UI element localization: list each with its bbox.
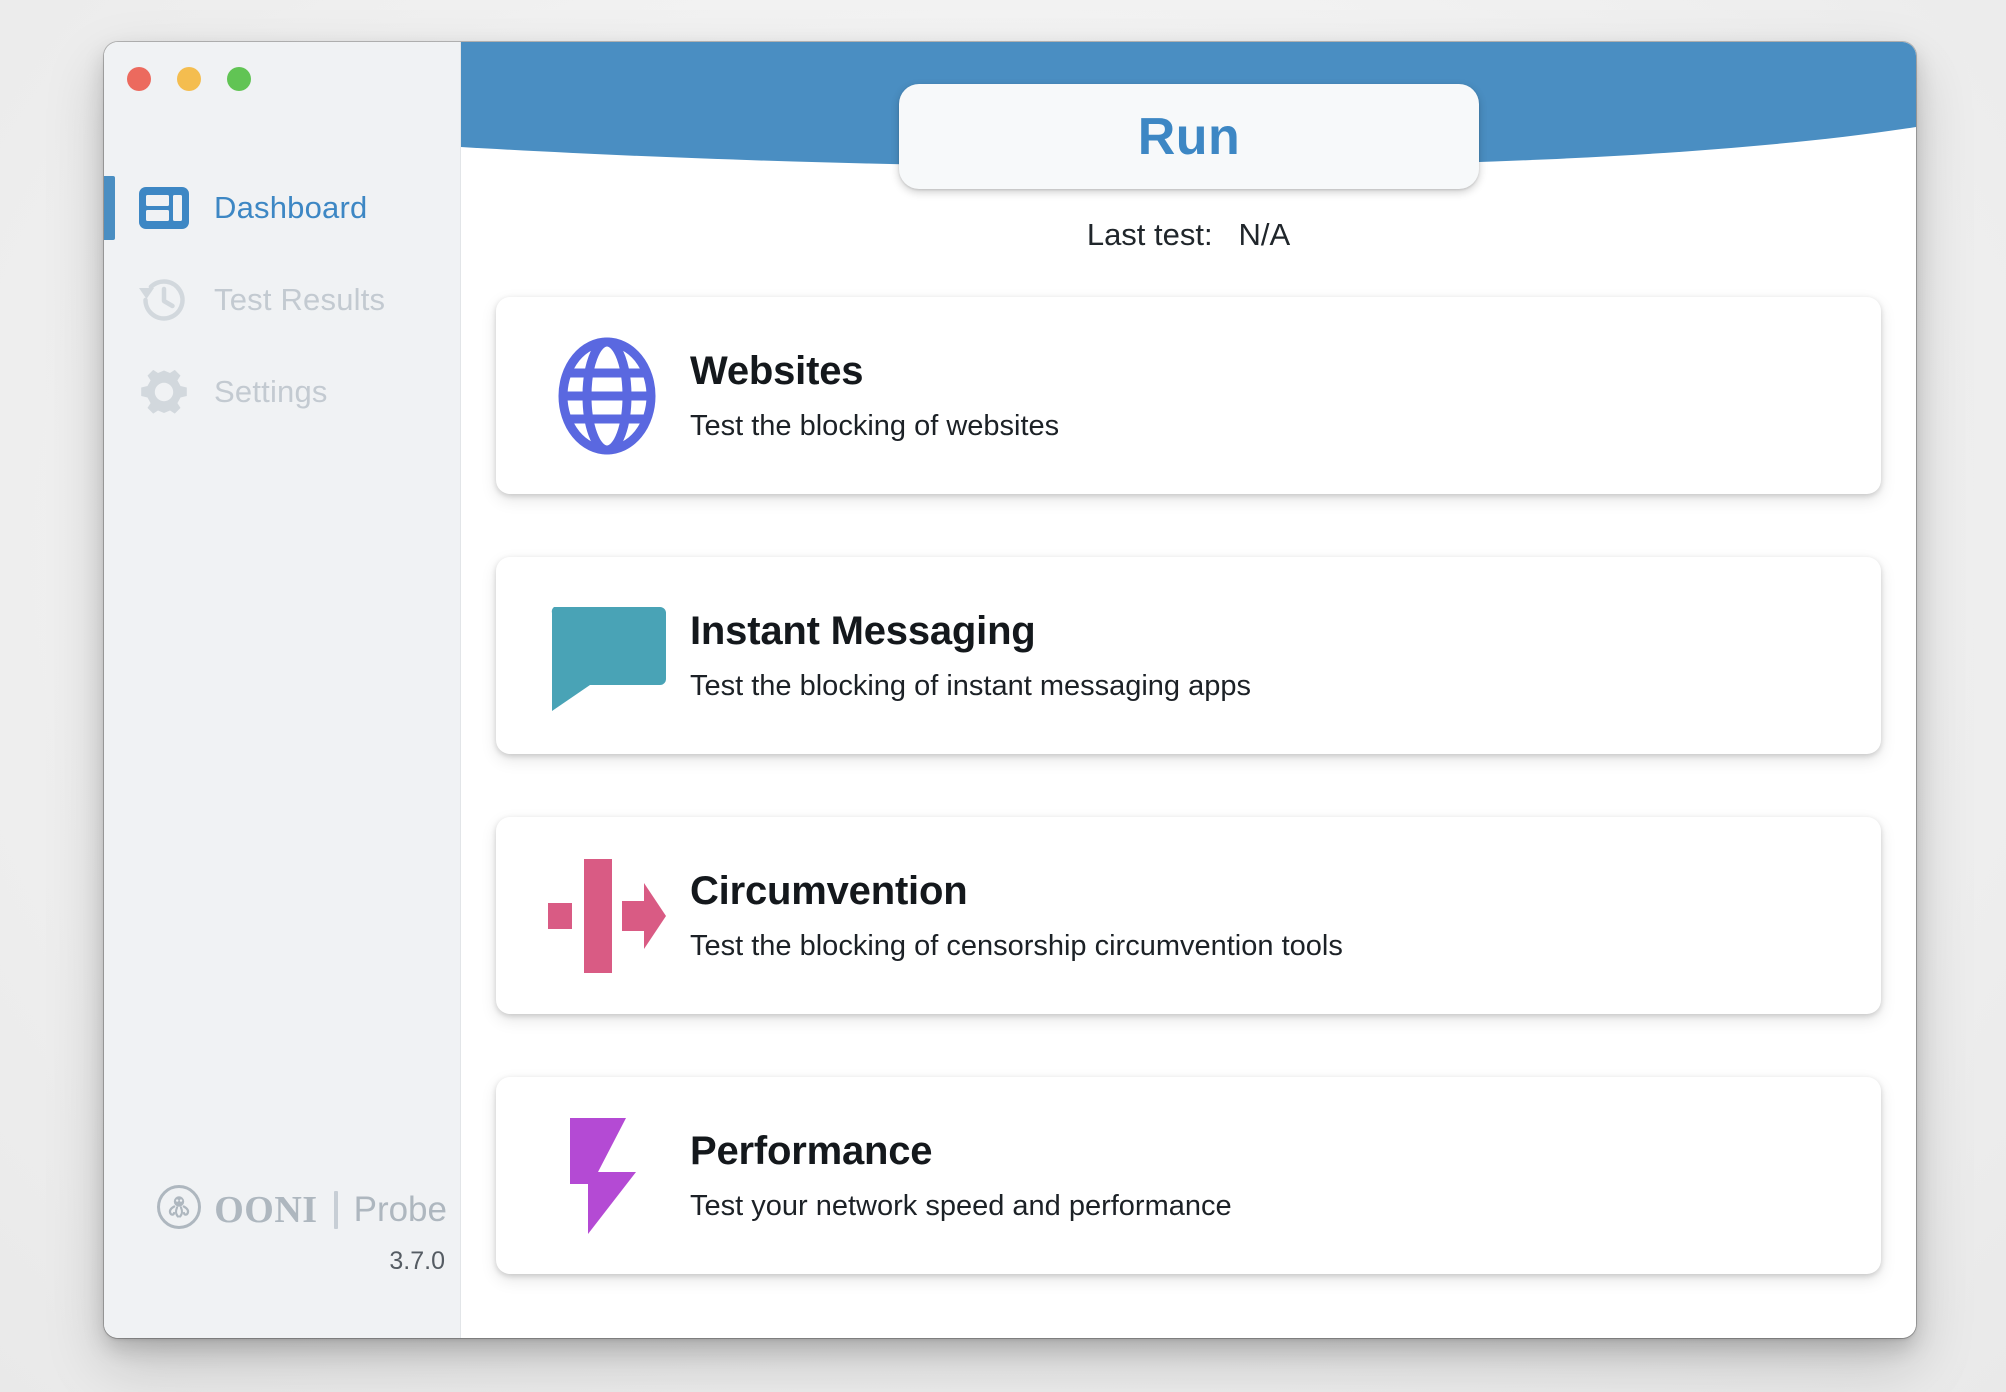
sidebar-item-dashboard[interactable]: Dashboard [104, 162, 460, 254]
card-title: Instant Messaging [690, 608, 1036, 653]
main-content: Run Last test: N/A [461, 42, 1916, 1338]
card-title: Circumvention [690, 868, 968, 913]
active-indicator [104, 176, 115, 240]
card-title: Performance [690, 1128, 933, 1173]
gear-icon [136, 364, 192, 420]
test-card-list: Websites Test the blocking of websites I… [461, 297, 1916, 1337]
sidebar-item-settings[interactable]: Settings [104, 346, 460, 438]
brand-divider [333, 1190, 338, 1229]
sidebar-item-label: Settings [214, 374, 328, 409]
history-icon [136, 272, 192, 328]
app-window: Dashboard Test Results [104, 42, 1916, 1338]
globe-icon [532, 337, 682, 455]
last-test-value: N/A [1238, 217, 1291, 252]
test-card-circumvention[interactable]: Circumvention Test the blocking of censo… [496, 817, 1881, 1014]
run-button-label: Run [1137, 107, 1241, 166]
last-test-label: Last test: [1086, 217, 1213, 252]
card-description: Test the blocking of websites [690, 409, 1060, 442]
minimize-button[interactable] [177, 67, 201, 91]
close-button[interactable] [127, 67, 151, 91]
circumvention-arrow-icon [532, 857, 682, 975]
sidebar-item-label: Dashboard [214, 190, 368, 225]
app-version: 3.7.0 [389, 1247, 445, 1275]
run-button[interactable]: Run [899, 84, 1479, 189]
dashboard-icon [136, 180, 192, 236]
card-description: Test the blocking of instant messaging a… [690, 669, 1251, 702]
brand-footer: OONI Probe 3.7.0 [104, 1184, 461, 1276]
sidebar-item-test-results[interactable]: Test Results [104, 254, 460, 346]
brand-name: OONI [214, 1188, 318, 1231]
test-card-websites[interactable]: Websites Test the blocking of websites [496, 297, 1881, 494]
ooni-octopus-icon [156, 1184, 202, 1235]
lightning-bolt-icon [532, 1114, 682, 1238]
card-title: Websites [690, 348, 864, 393]
sidebar-nav: Dashboard Test Results [104, 162, 460, 438]
test-card-performance[interactable]: Performance Test your network speed and … [496, 1077, 1881, 1274]
sidebar-item-label: Test Results [214, 282, 386, 317]
window-controls [127, 67, 251, 91]
test-card-instant-messaging[interactable]: Instant Messaging Test the blocking of i… [496, 557, 1881, 754]
brand-product: Probe [353, 1189, 447, 1229]
zoom-button[interactable] [227, 67, 251, 91]
chat-bubble-icon [532, 599, 682, 713]
last-test-status: Last test: N/A [461, 217, 1916, 253]
card-description: Test the blocking of censorship circumve… [690, 929, 1343, 962]
card-description: Test your network speed and performance [690, 1189, 1232, 1222]
sidebar: Dashboard Test Results [104, 42, 461, 1338]
